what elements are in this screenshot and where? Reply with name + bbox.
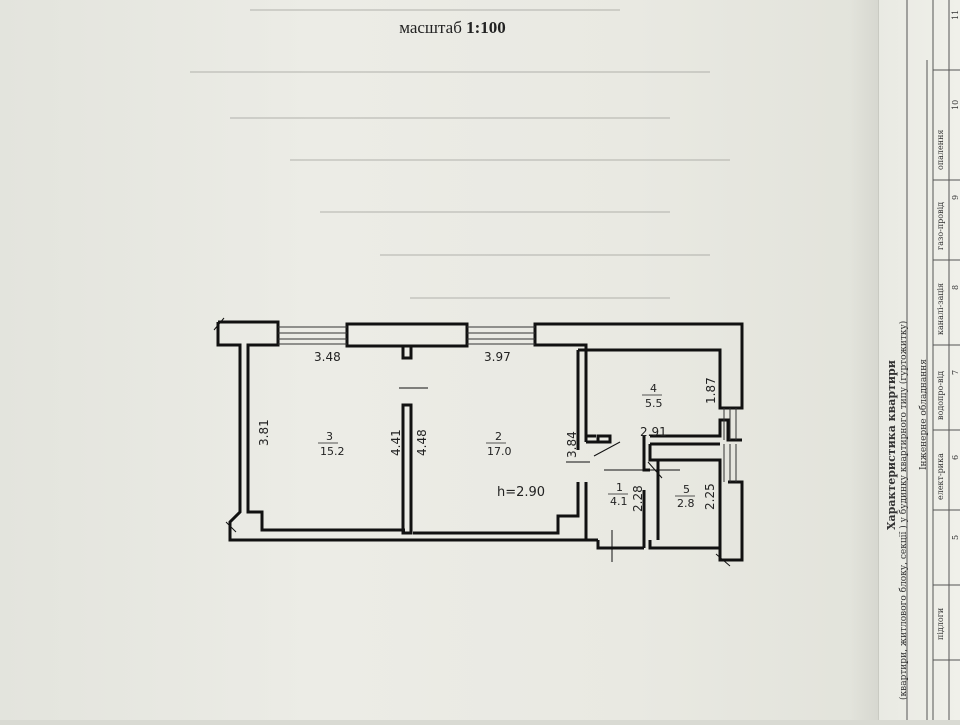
room-number: 1 bbox=[616, 481, 623, 494]
room-number: 3 bbox=[326, 430, 333, 443]
column-water: водопро-від bbox=[936, 370, 945, 420]
room-number: 4 bbox=[650, 382, 657, 395]
facing-page-title: Характеристика квартири bbox=[885, 360, 898, 530]
dim-hall-height: 2.28 bbox=[631, 485, 645, 512]
room-area: 15.2 bbox=[320, 445, 345, 458]
column-number-10: 10 bbox=[951, 99, 960, 110]
scale-value: 1:100 bbox=[466, 18, 506, 37]
dim-top-left: 3.48 bbox=[314, 350, 341, 364]
column-number-9: 9 bbox=[951, 194, 960, 200]
room-4-label: 4 5.5 bbox=[642, 382, 663, 410]
dim-room4-width: 2.91 bbox=[640, 425, 667, 439]
room-3-label: 3 15.2 bbox=[318, 430, 345, 458]
room-1-label: 1 4.1 bbox=[608, 481, 628, 508]
column-heating: опалення bbox=[936, 129, 945, 170]
room-area: 2.8 bbox=[677, 497, 695, 510]
column-gas: газо-провід bbox=[936, 201, 945, 250]
column-electricity: елект-рика bbox=[936, 453, 945, 500]
dim-room2-right: 3.84 bbox=[565, 431, 579, 458]
room-area: 5.5 bbox=[645, 397, 663, 410]
dim-partition-left: 4.41 bbox=[389, 429, 403, 456]
walls bbox=[216, 320, 744, 562]
windows bbox=[278, 326, 737, 482]
column-number-5: 5 bbox=[951, 534, 960, 540]
column-number-6: 6 bbox=[951, 454, 960, 460]
dim-room5-height: 2.25 bbox=[703, 483, 717, 510]
facing-page-table bbox=[906, 0, 960, 720]
room-area: 4.1 bbox=[610, 495, 628, 508]
room-number: 2 bbox=[495, 430, 502, 443]
column-sewage: каналі-зація bbox=[936, 282, 945, 335]
facing-page: Характеристика квартири (квартири, житло… bbox=[878, 0, 960, 720]
room-2-label: 2 17.0 bbox=[486, 430, 512, 458]
room-area: 17.0 bbox=[487, 445, 512, 458]
document-page bbox=[0, 0, 905, 720]
dim-left-wall: 3.81 bbox=[257, 419, 271, 446]
room-5-label: 5 2.8 bbox=[675, 483, 695, 510]
facing-page-section: Інженерне обладнання bbox=[919, 359, 929, 470]
ceiling-height: h=2.90 bbox=[497, 485, 545, 500]
column-number-11: 11 bbox=[951, 9, 960, 20]
column-number-8: 8 bbox=[951, 284, 960, 290]
facing-page-subtitle: (квартири, житлового блоку, секції ) у б… bbox=[899, 320, 909, 700]
column-number-7: 7 bbox=[951, 369, 960, 375]
dim-room4-height: 1.87 bbox=[704, 377, 718, 404]
floor-plan: 3.48 3.97 3.81 4.41 4.48 3.84 1.87 2.91 … bbox=[213, 317, 744, 567]
column-floors: підлоги bbox=[936, 607, 945, 640]
scale-caption: масштаб 1:100 bbox=[0, 18, 905, 38]
scale-label: масштаб bbox=[399, 18, 462, 37]
dim-top-mid: 3.97 bbox=[484, 350, 511, 364]
room-number: 5 bbox=[683, 483, 690, 496]
dim-partition-right: 4.48 bbox=[415, 429, 429, 456]
dimension-ticks bbox=[213, 317, 731, 567]
